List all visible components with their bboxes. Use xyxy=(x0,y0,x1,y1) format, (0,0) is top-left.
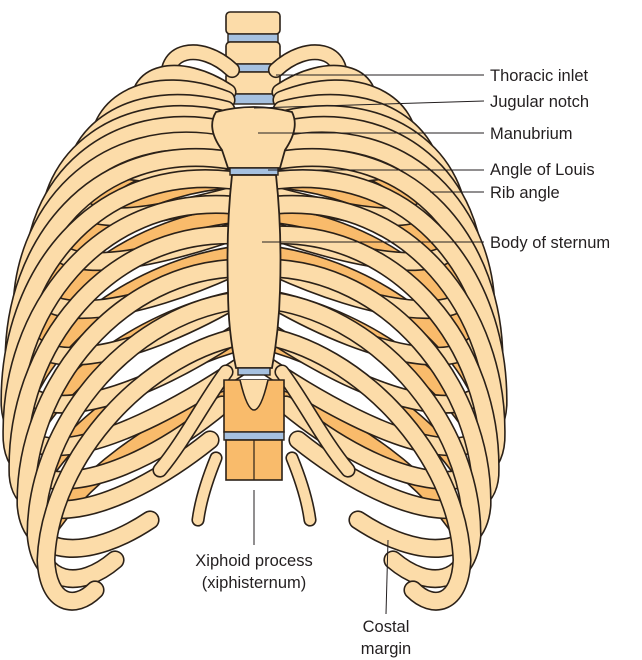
label-costal: Costal xyxy=(363,618,410,636)
sternal-angle-cartilage xyxy=(230,168,278,175)
xiphoid-cartilage-2 xyxy=(224,432,284,440)
label-manubrium: Manubrium xyxy=(490,125,573,143)
xiphoid-side-right xyxy=(292,458,310,520)
label-xiphisternum: (xiphisternum) xyxy=(202,574,307,592)
label-thoracic-inlet: Thoracic inlet xyxy=(490,67,589,85)
sternum-body-shape xyxy=(228,175,281,368)
xiphoid-cartilage-1 xyxy=(238,368,270,375)
label-body-of-sternum: Body of sternum xyxy=(490,234,610,252)
label-rib-angle: Rib angle xyxy=(490,184,560,202)
label-angle-of-louis: Angle of Louis xyxy=(490,161,595,179)
xiphoid-side-left xyxy=(198,458,216,520)
label-jugular-notch: Jugular notch xyxy=(490,93,589,111)
label-margin: margin xyxy=(361,640,411,658)
manubrium-shape xyxy=(212,107,295,168)
label-xiphoid-process: Xiphoid process xyxy=(195,552,312,570)
